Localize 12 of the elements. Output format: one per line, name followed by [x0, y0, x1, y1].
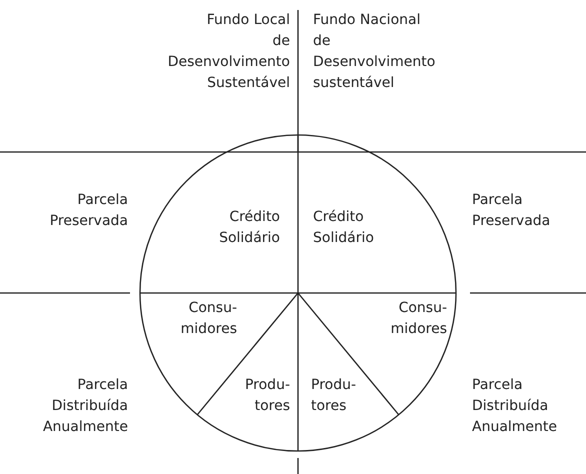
- sector-label: Produ- tores: [244, 376, 290, 416]
- sector-label: Parcela Distribuída Anualmente: [472, 376, 558, 437]
- sector-label: Parcela Preservada: [472, 191, 550, 231]
- sector-label: Crédito Solidário: [313, 208, 374, 248]
- sector-label: Fundo Nacional de Desenvolvimento sustentável: [313, 11, 436, 93]
- sector-label: Produ- tores: [311, 376, 356, 416]
- sector-label: Crédito Solidário: [219, 208, 280, 248]
- sector-label: Parcela Distribuída Anualmente: [42, 376, 128, 437]
- sector-label: Consu- midores: [180, 299, 237, 339]
- sector-label: Fundo Local de Desenvolvimento Sustentável: [168, 11, 290, 93]
- sector-label: Consu- midores: [390, 299, 447, 339]
- sector-label: Parcela Preservada: [50, 191, 128, 231]
